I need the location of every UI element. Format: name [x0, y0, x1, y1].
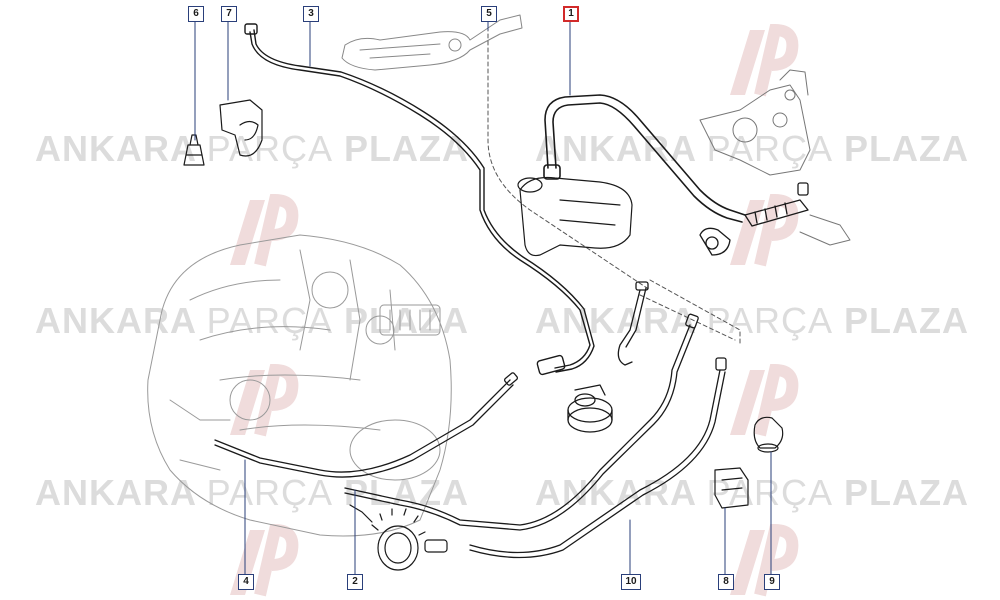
- watermark-row-1-right: ANKARA PARÇA PLAZA: [535, 128, 970, 169]
- reference-line-dashed: [639, 279, 741, 346]
- speed-sensor-gear: [349, 504, 448, 571]
- callout-8[interactable]: 8: [718, 574, 734, 590]
- clutch-cylinder: [699, 182, 809, 256]
- callout-1[interactable]: 1: [563, 6, 579, 22]
- fluid-reservoir: [517, 176, 633, 257]
- watermark-row-1-left: ANKARA PARÇA PLAZA: [35, 128, 470, 169]
- watermark-row-3-right: ANKARA PARÇA PLAZA: [535, 472, 970, 513]
- concentric-slave-cylinder: [567, 384, 613, 433]
- leader-lines: [194, 21, 772, 576]
- bracket-part-7: [219, 99, 263, 157]
- gearbox-housing: [147, 234, 452, 537]
- watermark-logo-icon: [230, 193, 299, 267]
- callout-7[interactable]: 7: [221, 6, 237, 22]
- mount-part-8: [714, 467, 749, 509]
- reference-line-5: [487, 19, 651, 291]
- watermark-logo-icon: [230, 363, 299, 437]
- clutch-hose-1: [543, 94, 746, 223]
- watermark-logo-icon: [730, 523, 799, 597]
- clip-part-9: [753, 416, 784, 453]
- watermark-row-3-left: ANKARA PARÇA PLAZA: [35, 472, 470, 513]
- clutch-pipe-4: [214, 372, 518, 478]
- watermark-row-2-right: ANKARA PARÇA PLAZA: [535, 300, 970, 341]
- callout-10[interactable]: 10: [621, 574, 641, 590]
- callout-2[interactable]: 2: [347, 574, 363, 590]
- clutch-pipe-10: [344, 313, 699, 531]
- clutch-pipe-secondary: [469, 357, 727, 559]
- bolt-part-6: [183, 134, 205, 166]
- watermark-row-2-left: ANKARA PARÇA PLAZA: [35, 300, 470, 341]
- pipe-connector: [617, 281, 649, 366]
- watermark-logo-icon: [730, 23, 799, 97]
- watermark-logo-icon: [730, 363, 799, 437]
- clutch-pipe-3: [244, 23, 595, 376]
- callout-3[interactable]: 3: [303, 6, 319, 22]
- callout-5[interactable]: 5: [481, 6, 497, 22]
- master-cylinder: [341, 14, 523, 71]
- callout-6[interactable]: 6: [188, 6, 204, 22]
- pedal-assembly: [699, 69, 851, 246]
- callout-9[interactable]: 9: [764, 574, 780, 590]
- callout-4[interactable]: 4: [238, 574, 254, 590]
